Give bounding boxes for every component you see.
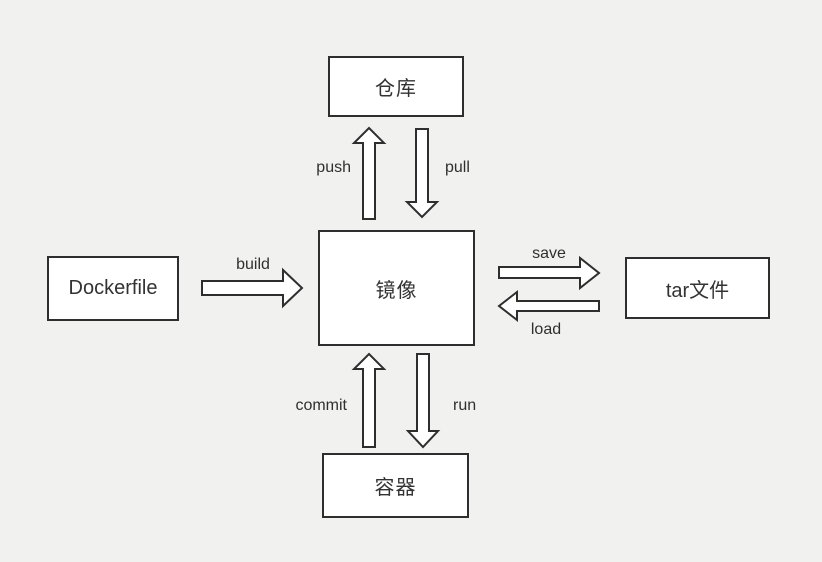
build-arrow-right-icon	[201, 267, 304, 309]
edge-label-commit: commit	[295, 397, 347, 414]
node-container-label: 容器	[374, 477, 417, 499]
edge-label-load: load	[530, 321, 562, 338]
edge-label-run: run	[453, 397, 477, 414]
run-arrow-down-icon	[405, 353, 441, 449]
edge-label-save: save	[532, 245, 566, 262]
node-tarfile-label: tar文件	[665, 279, 730, 302]
node-container: 容器	[322, 453, 469, 518]
edge-label-push: push	[316, 159, 351, 176]
node-repository: 仓库	[328, 56, 464, 117]
pull-arrow-down-icon	[404, 128, 440, 219]
node-repository-label: 仓库	[375, 78, 417, 100]
node-dockerfile-label: Dockerfile	[68, 277, 158, 299]
commit-arrow-up-icon	[351, 352, 387, 448]
edge-label-build: build	[236, 256, 270, 273]
edge-label-pull: pull	[445, 159, 470, 176]
save-arrow-right-icon	[498, 255, 601, 291]
load-arrow-left-icon	[497, 289, 600, 323]
node-image-label: 镜像	[375, 279, 418, 302]
node-dockerfile: Dockerfile	[47, 256, 179, 321]
push-arrow-up-icon	[351, 126, 387, 220]
node-image: 镜像	[318, 230, 475, 346]
node-tarfile: tar文件	[625, 257, 770, 319]
